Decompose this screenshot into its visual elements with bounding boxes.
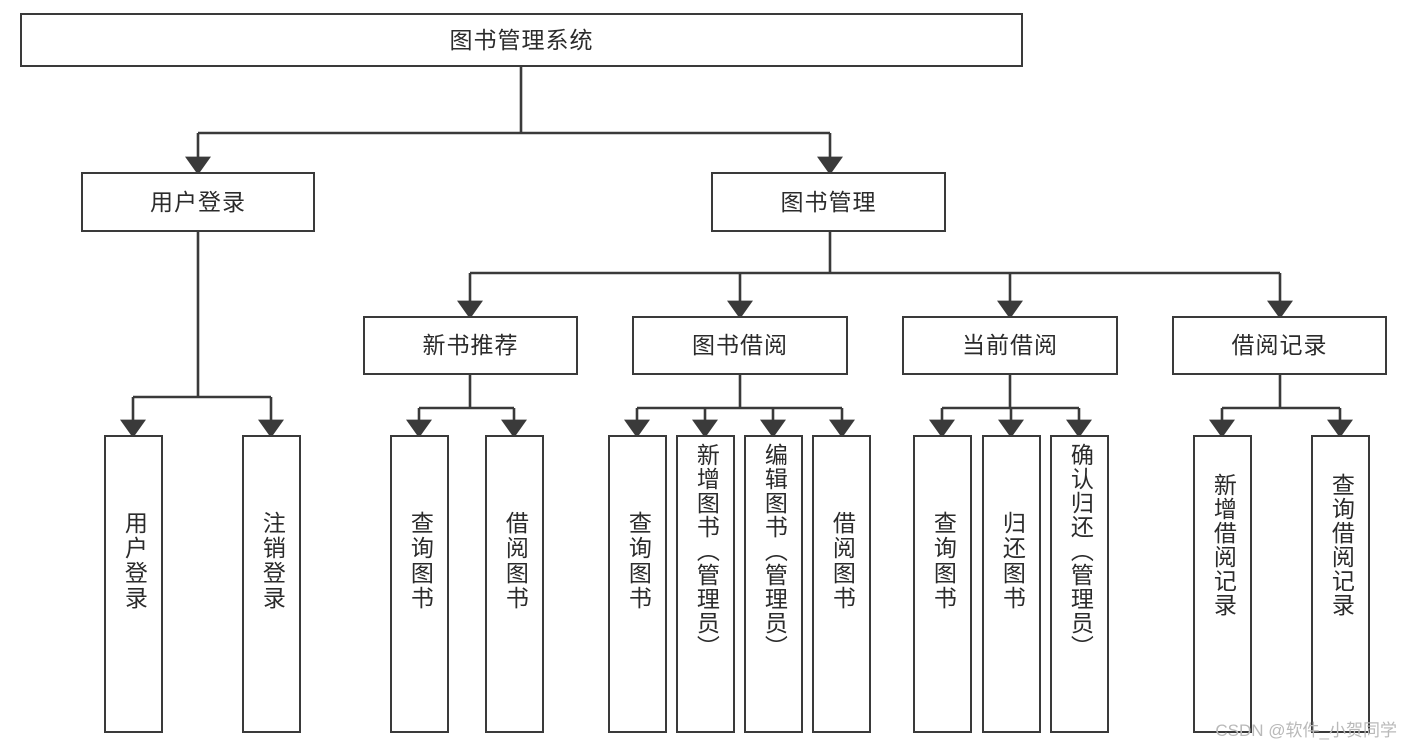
node-label: 查询图书 <box>930 511 957 611</box>
leaf-logout[interactable]: 注销登录 <box>242 435 301 733</box>
node-label: 图书管理 <box>780 188 877 215</box>
leaf-borrow-book-recommend[interactable]: 借阅图书 <box>485 435 544 733</box>
node-label: 借阅记录 <box>1231 332 1328 358</box>
node-label: 图书管理系统 <box>449 26 594 53</box>
node-user-login[interactable]: 用户登录 <box>81 172 315 232</box>
node-label: 用户登录 <box>150 188 246 215</box>
leaf-confirm-return-admin[interactable]: 确认归还（管理员） <box>1050 435 1109 733</box>
node-label: 当前借阅 <box>962 332 1058 358</box>
node-label: 新书推荐 <box>422 332 519 358</box>
node-label: 查询借阅记录 <box>1328 473 1355 617</box>
node-new-book-recommend[interactable]: 新书推荐 <box>363 316 578 375</box>
node-label: 用户登录 <box>121 511 148 611</box>
leaf-return-book[interactable]: 归还图书 <box>982 435 1041 733</box>
node-label: 借阅图书 <box>829 511 856 611</box>
node-root[interactable]: 图书管理系统 <box>20 13 1023 67</box>
leaf-query-book-recommend[interactable]: 查询图书 <box>390 435 449 733</box>
leaf-edit-book-admin[interactable]: 编辑图书（管理员） <box>744 435 803 733</box>
node-label: 注销登录 <box>259 511 286 611</box>
node-label: 确认归还（管理员） <box>1067 443 1094 659</box>
node-label: 归还图书 <box>999 511 1026 611</box>
node-current-borrow[interactable]: 当前借阅 <box>902 316 1118 375</box>
node-label: 借阅图书 <box>502 511 529 611</box>
node-label: 编辑图书（管理员） <box>761 443 788 659</box>
leaf-add-borrow-record[interactable]: 新增借阅记录 <box>1193 435 1252 733</box>
leaf-borrow-book[interactable]: 借阅图书 <box>812 435 871 733</box>
node-label: 新增借阅记录 <box>1210 473 1237 617</box>
node-book-borrow[interactable]: 图书借阅 <box>632 316 848 375</box>
leaf-query-book-borrow[interactable]: 查询图书 <box>608 435 667 733</box>
node-book-management[interactable]: 图书管理 <box>711 172 946 232</box>
node-label: 查询图书 <box>407 511 434 611</box>
node-label: 查询图书 <box>625 511 652 611</box>
leaf-add-book-admin[interactable]: 新增图书（管理员） <box>676 435 735 733</box>
node-label: 图书借阅 <box>692 332 788 358</box>
watermark: CSDN @软件_小贺同学 <box>1215 721 1397 740</box>
leaf-user-login[interactable]: 用户登录 <box>104 435 163 733</box>
node-label: 新增图书（管理员） <box>693 443 720 659</box>
leaf-query-book-current[interactable]: 查询图书 <box>913 435 972 733</box>
leaf-query-borrow-record[interactable]: 查询借阅记录 <box>1311 435 1370 733</box>
node-borrow-record[interactable]: 借阅记录 <box>1172 316 1387 375</box>
